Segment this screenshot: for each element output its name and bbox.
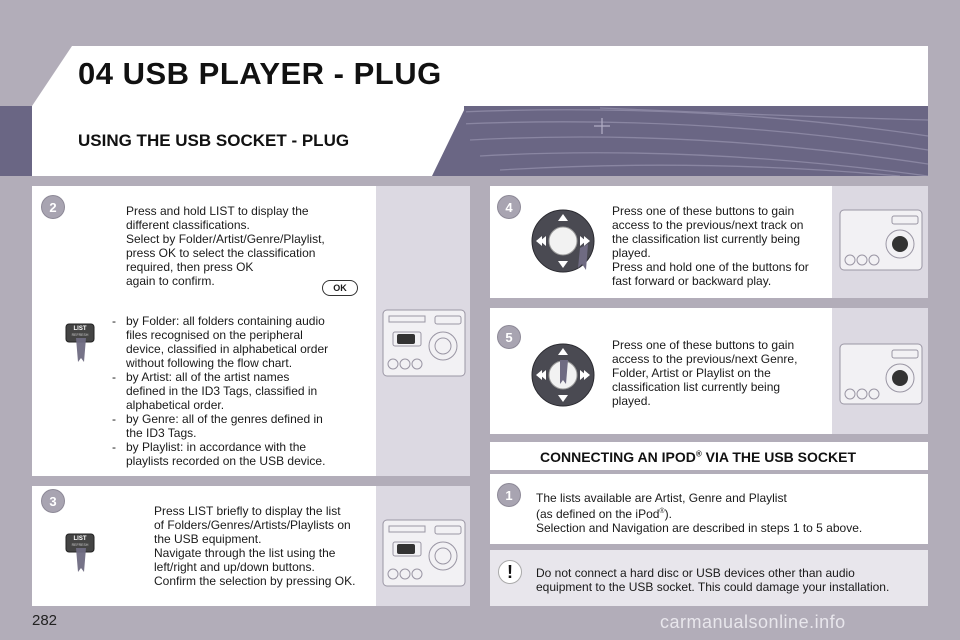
list-button-label-step-3: LIST <box>73 536 87 542</box>
ipod-title-part-2: VIA THE USB SOCKET <box>701 449 857 465</box>
step-4-text-body: Press one of these buttons to gain acces… <box>612 204 809 288</box>
ipod-text: The lists available are Artist, Genre an… <box>536 491 916 535</box>
step-5-text-body: Press one of these buttons to gain acces… <box>612 338 798 408</box>
list-button-label: LIST <box>73 326 87 332</box>
watermark: carmanualsonline.info <box>660 612 846 632</box>
step-2-list: by Folder: all folders containing audio … <box>112 314 374 468</box>
ipod-step-badge: 1 <box>498 484 520 506</box>
header-bar <box>32 46 928 106</box>
radio-unit-illustration-step-5 <box>839 343 923 405</box>
ipod-title-part-1: CONNECTING AN IPOD <box>540 449 696 465</box>
page-title: 04 USB PLAYER - PLUG <box>78 56 442 92</box>
radio-unit-illustration-step-3 <box>382 519 466 587</box>
ipod-line-1: The lists available are Artist, Genre an… <box>536 491 787 505</box>
step-4-text: Press one of these buttons to gain acces… <box>612 204 832 288</box>
page-number: 282 <box>32 612 58 629</box>
warning-text-body: Do not connect a hard disc or USB device… <box>536 566 890 594</box>
list-button-icon: LIST REFRESH <box>62 318 98 364</box>
ipod-section-title: CONNECTING AN IPOD® VIA THE USB SOCKET <box>540 449 856 465</box>
section-title-cut <box>432 106 466 176</box>
ipod-panel <box>490 474 928 544</box>
ok-button-icon: OK <box>322 280 358 296</box>
list-button-sublabel: REFRESH <box>71 333 89 337</box>
radio-unit-illustration-step-4 <box>839 209 923 271</box>
ipod-line-2-reg: ® <box>659 508 665 515</box>
ipod-title-bar <box>490 442 928 470</box>
ipod-line-2-b: ). <box>664 507 672 521</box>
header-corner-cut <box>32 46 72 106</box>
ipod-line-2: (as defined on the iPod®). <box>536 505 916 521</box>
warning-panel <box>490 550 928 606</box>
list-item-genre: by Genre: all of the genres defined in t… <box>112 412 374 440</box>
banner-swoosh-decoration <box>459 107 928 176</box>
step-2-intro: Press and hold LIST to display the diffe… <box>126 204 366 288</box>
step-5-badge: 5 <box>498 326 520 348</box>
chapter-number: 04 <box>78 56 114 91</box>
step-5-text: Press one of these buttons to gain acces… <box>612 338 832 408</box>
ipod-line-2-a: (as defined on the iPod <box>536 507 660 521</box>
list-button-icon-step-3: LIST REFRESH <box>62 528 98 574</box>
step-4-badge: 4 <box>498 196 520 218</box>
section-title: USING THE USB SOCKET - PLUG <box>78 131 350 150</box>
navigation-pad-icon <box>531 209 595 273</box>
step-3-text-body: Press LIST briefly to display the list o… <box>154 504 356 588</box>
radio-unit-illustration <box>382 309 466 377</box>
chapter-title: USB PLAYER - PLUG <box>122 56 442 91</box>
list-button-sublabel-step-3: REFRESH <box>71 543 89 547</box>
step-2-badge: 2 <box>42 196 64 218</box>
step-3-badge: 3 <box>42 490 64 512</box>
navigation-pad-icon-step-5 <box>531 343 595 407</box>
warning-icon: ! <box>498 560 522 584</box>
list-item-playlist: by Playlist: in accordance with the play… <box>112 440 374 468</box>
list-item-artist: by Artist: all of the artist names defin… <box>112 370 374 412</box>
step-2-intro-text: Press and hold LIST to display the diffe… <box>126 204 325 288</box>
list-item-folder: by Folder: all folders containing audio … <box>112 314 374 370</box>
warning-text: Do not connect a hard disc or USB device… <box>536 566 920 594</box>
section-title-box <box>32 106 464 176</box>
ipod-line-3: Selection and Navigation are described i… <box>536 521 863 535</box>
ipod-title-registered: ® <box>695 449 702 459</box>
step-3-text: Press LIST briefly to display the list o… <box>154 504 376 588</box>
